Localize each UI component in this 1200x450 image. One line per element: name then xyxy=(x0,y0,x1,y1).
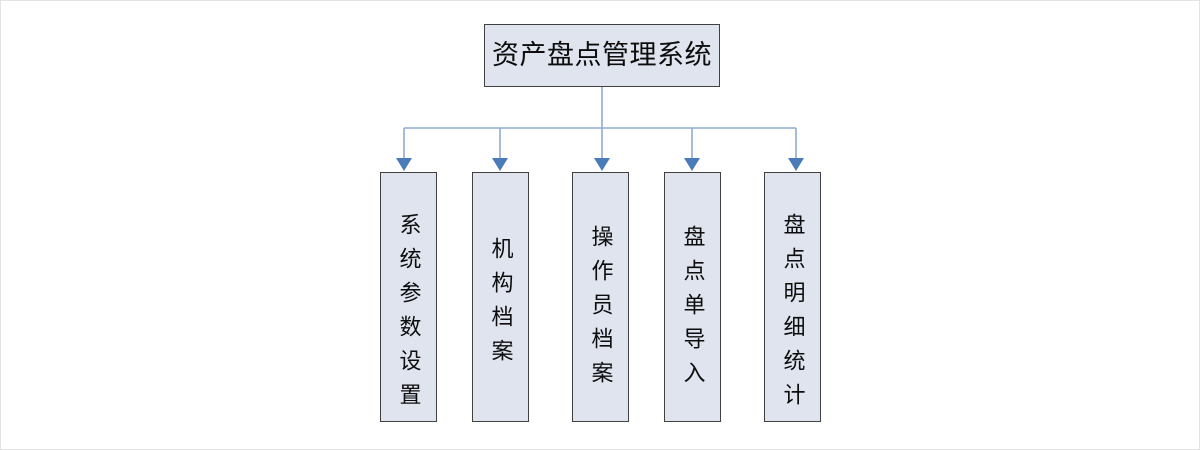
node-label-3: 盘点单导入 xyxy=(680,225,706,395)
node-root[interactable]: 资产盘点管理系统 xyxy=(484,24,720,87)
node-system-parameter-settings[interactable]: 系统参数设置 xyxy=(380,172,437,422)
node-organization-archive[interactable]: 机构档案 xyxy=(472,172,529,422)
node-label-4: 盘点明细统计 xyxy=(780,213,806,417)
node-operator-archive[interactable]: 操作员档案 xyxy=(572,172,629,422)
arrowhead-0 xyxy=(396,158,412,171)
node-label-1: 机构档案 xyxy=(488,237,514,373)
arrowhead-2 xyxy=(594,158,610,171)
node-label-0: 系统参数设置 xyxy=(396,213,422,417)
node-label-2: 操作员档案 xyxy=(588,225,614,395)
arrowhead-4 xyxy=(788,158,804,171)
node-root-label: 资产盘点管理系统 xyxy=(492,40,712,70)
arrowhead-1 xyxy=(492,158,508,171)
node-inventory-sheet-import[interactable]: 盘点单导入 xyxy=(664,172,721,422)
arrowhead-3 xyxy=(684,158,700,171)
node-inventory-detail-statistics[interactable]: 盘点明细统计 xyxy=(764,172,821,422)
